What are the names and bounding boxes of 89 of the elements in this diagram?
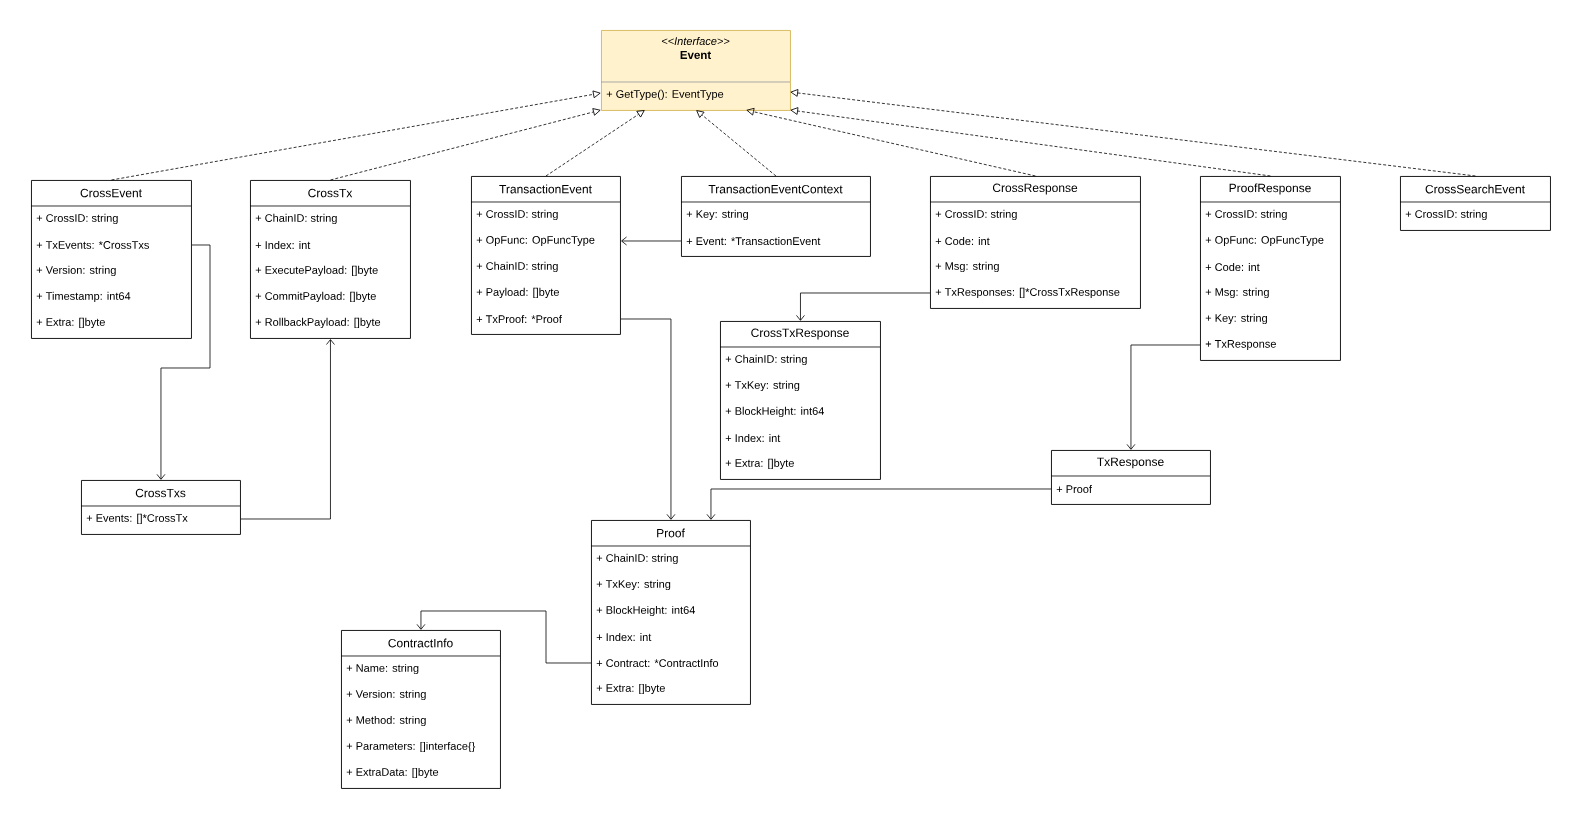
- attribute-text: + Key: string: [686, 209, 748, 221]
- attribute-text: + CrossID: string: [476, 209, 558, 221]
- attribute-text: + ChainID: string: [476, 261, 558, 273]
- association-arrow: [621, 236, 682, 246]
- attribute-text: + Method: string: [346, 715, 426, 727]
- attribute-text: + TxEvents: *CrossTxs: [36, 241, 149, 249]
- attribute-text: + Code: int: [935, 236, 990, 246]
- attribute-text: + TxResponse: [1205, 340, 1276, 350]
- class-name: TransactionEvent: [499, 184, 592, 194]
- realization-arrow: [790, 89, 1476, 177]
- stereotype-text: <<Interface>>: [661, 36, 730, 46]
- class-box: [1199, 176, 1341, 361]
- class-box: [680, 176, 871, 257]
- attribute-text: + Key: string: [1205, 313, 1267, 325]
- realization-arrow: [330, 108, 601, 181]
- class-name: CrossTxs: [135, 488, 186, 498]
- class-box: [1050, 450, 1211, 505]
- class-name: TxResponse: [1097, 457, 1164, 469]
- attribute-text: + ChainID: string: [725, 354, 807, 366]
- class-box: [590, 520, 751, 705]
- attribute-text: + CommitPayload: []byte: [255, 291, 376, 303]
- attribute-text: + Extra: []byte: [725, 458, 794, 470]
- attribute-text: + Parameters: []interface{}: [346, 741, 476, 753]
- realization-arrow: [790, 107, 1271, 177]
- attribute-text: + TxKey: string: [725, 380, 800, 392]
- class-name: ContractInfo: [388, 638, 453, 648]
- class-name: CrossSearchEvent: [1425, 184, 1525, 194]
- association-arrow: [416, 610, 592, 664]
- class-box: [600, 30, 791, 111]
- association-arrow: [620, 318, 676, 520]
- class-box: [80, 480, 241, 535]
- attribute-text: + BlockHeight: int64: [725, 406, 825, 418]
- attribute-text: + Event: *TransactionEvent: [686, 236, 821, 246]
- class-box: [719, 321, 881, 480]
- association-arrow: [706, 488, 1052, 520]
- class-name: CrossEvent: [80, 188, 142, 198]
- class-box: [30, 180, 192, 339]
- attribute-text: + OpFunc: OpFuncType: [476, 236, 595, 246]
- attribute-text: + Version: string: [346, 689, 426, 701]
- attribute-text: + ChainID: string: [255, 213, 337, 225]
- attribute-text: + CrossID: string: [1405, 209, 1487, 221]
- attribute-text: + Extra: []byte: [36, 317, 105, 329]
- association-arrow: [240, 339, 335, 520]
- class-box: [249, 180, 411, 339]
- association-arrow: [156, 244, 211, 480]
- class-box: [340, 630, 501, 789]
- realization-arrow: [746, 107, 1036, 177]
- attribute-text: + CrossID: string: [36, 213, 118, 225]
- attribute-text: + TxResponses: []*CrossTxResponse: [935, 287, 1120, 299]
- attribute-text: + ChainID: string: [596, 553, 678, 565]
- attribute-text: + Events: []*CrossTx: [86, 513, 188, 525]
- attribute-text: + RollbackPayload: []byte: [255, 317, 381, 329]
- attribute-text: + Msg: string: [935, 261, 999, 273]
- class-name: CrossResponse: [992, 183, 1078, 195]
- attribute-text: + OpFunc: OpFuncType: [1205, 236, 1324, 246]
- attribute-text: + Index: int: [725, 433, 781, 443]
- association-arrow: [796, 292, 931, 321]
- class-name: CrossTxResponse: [751, 328, 849, 340]
- class-name: Event: [680, 51, 711, 59]
- attribute-text: + Proof: [1056, 484, 1092, 494]
- attribute-text: + Extra: []byte: [596, 683, 665, 695]
- attribute-text: + Timestamp: int64: [36, 291, 131, 303]
- attribute-text: + Msg: string: [1205, 287, 1269, 299]
- attribute-text: + CrossID: string: [935, 209, 1017, 221]
- attribute-text: + ExtraData: []byte: [346, 767, 439, 779]
- realization-arrow: [111, 90, 601, 181]
- attribute-text: + Payload: []byte: [476, 287, 559, 299]
- attribute-text: + Code: int: [1205, 262, 1260, 272]
- class-box: [929, 176, 1141, 309]
- class-name: TransactionEventContext: [708, 184, 843, 194]
- attribute-text: + Contract: *ContractInfo: [596, 658, 719, 668]
- class-name: ProofResponse: [1229, 183, 1311, 195]
- attribute-text: + TxProof: *Proof: [476, 314, 562, 324]
- attribute-text: + Version: string: [36, 265, 116, 277]
- class-box: [1399, 176, 1551, 231]
- association-arrow: [1126, 344, 1201, 450]
- attribute-text: + CrossID: string: [1205, 209, 1287, 221]
- class-name: CrossTx: [308, 188, 353, 198]
- attribute-text: + ExecutePayload: []byte: [255, 265, 378, 277]
- attribute-text: + GetType(): EventType: [606, 89, 724, 101]
- realization-arrow: [545, 110, 645, 177]
- class-name: Proof: [657, 528, 685, 538]
- attribute-text: + Index: int: [255, 240, 311, 250]
- class-box: [470, 176, 621, 335]
- attribute-text: + BlockHeight: int64: [596, 605, 695, 617]
- attribute-text: + Index: int: [596, 632, 652, 642]
- attribute-text: + Name: string: [346, 663, 419, 675]
- attribute-text: + TxKey: string: [596, 579, 671, 591]
- realization-arrow: [696, 110, 777, 177]
